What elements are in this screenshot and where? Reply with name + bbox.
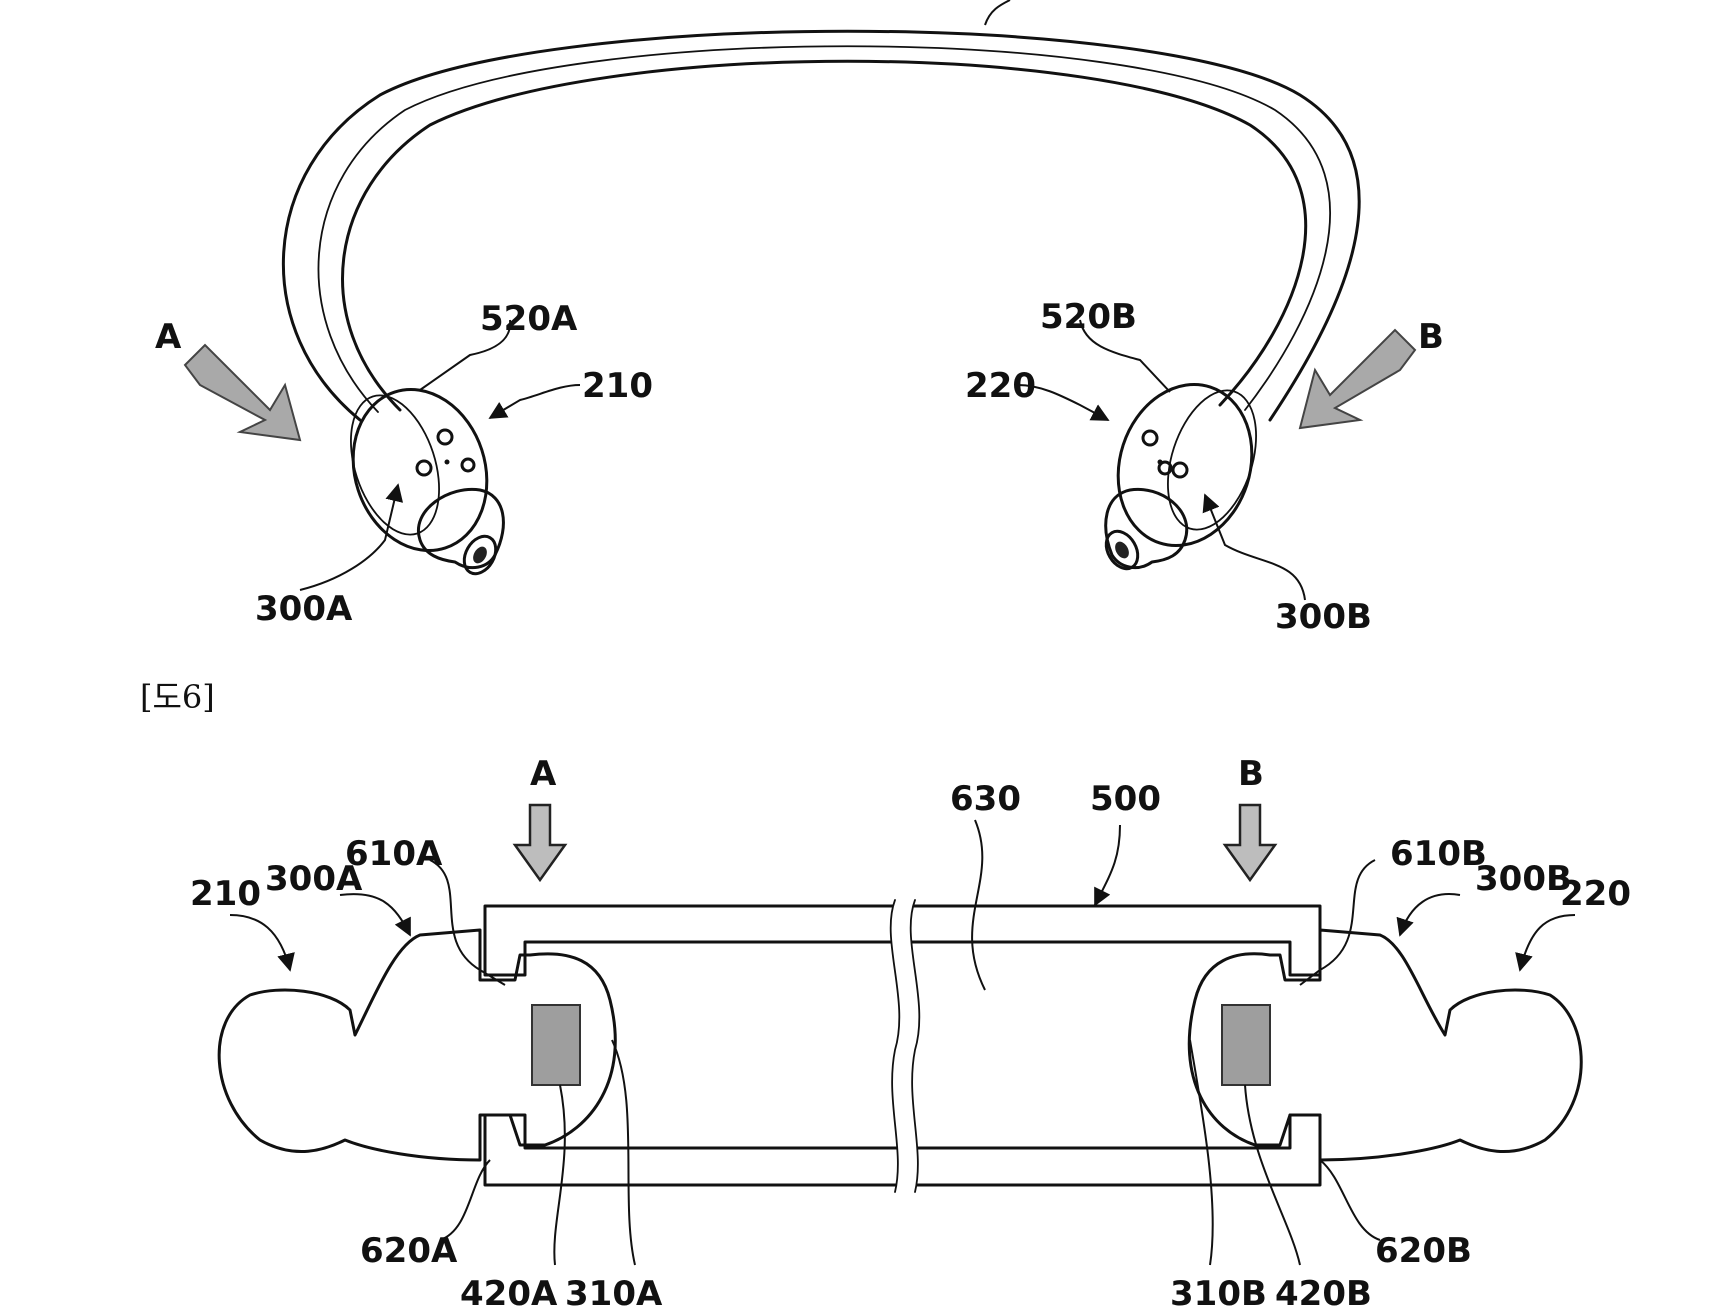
fig6-label-610B: 610B xyxy=(1390,834,1487,874)
fig6-label-420A: 420A xyxy=(460,1274,558,1314)
band-500-bottom xyxy=(483,1113,1322,1187)
fig5-label-300B: 300B xyxy=(1275,597,1372,637)
fig6-label-310B: 310B xyxy=(1170,1274,1267,1314)
right-earbud-section xyxy=(1187,928,1583,1162)
fig6-label-220: 220 xyxy=(1560,874,1631,914)
fig6-label-610A: 610A xyxy=(345,834,443,874)
fig6-label-500: 500 xyxy=(1090,779,1161,819)
fig5-label-220: 220 xyxy=(965,366,1036,406)
fig6-label-300B: 300B xyxy=(1475,859,1572,899)
fig6-label-620B: 620B xyxy=(1375,1231,1472,1271)
fig6-label-B: B xyxy=(1238,754,1264,794)
fig5-label-210: 210 xyxy=(582,366,653,406)
fig6-label-420B: 420B xyxy=(1275,1274,1372,1314)
sensor-420A xyxy=(531,1004,581,1086)
left-earbud-210 xyxy=(350,387,505,576)
fig6-label-300A: 300A xyxy=(265,859,363,899)
press-arrow-b xyxy=(1222,803,1278,883)
cross-section-drawing: A B 630 500 610A 610B 300A 300B 210 220 … xyxy=(190,754,1631,1314)
left-eartip xyxy=(416,487,505,570)
neckband-top-lead xyxy=(984,0,1011,26)
fig5-label-520B: 520B xyxy=(1040,297,1137,337)
direction-arrow-b xyxy=(1298,328,1417,430)
fig5-label-A: A xyxy=(155,317,182,357)
fig6-label-620A: 620A xyxy=(360,1231,458,1271)
neckband-highlight xyxy=(317,45,1331,413)
left-earbud-section xyxy=(217,928,617,1162)
band-500-top xyxy=(483,904,1322,977)
neckband-headset-drawing: A B 520A 520B 210 220 300A 300B xyxy=(155,0,1444,637)
fig6-label-210: 210 xyxy=(190,874,261,914)
neckband-outline xyxy=(281,29,1361,422)
break-line xyxy=(890,900,920,1192)
fig6-label-310A: 310A xyxy=(565,1274,663,1314)
neckband-inner-edge xyxy=(341,59,1308,412)
sensor-420B xyxy=(1221,1004,1271,1086)
fig6-label-630: 630 xyxy=(950,779,1021,819)
fig6-label-A: A xyxy=(530,754,557,794)
right-earbud-220 xyxy=(1104,382,1257,571)
press-arrow-a xyxy=(512,803,568,883)
fig5-label-B: B xyxy=(1418,317,1444,357)
fig5-label-300A: 300A xyxy=(255,589,353,629)
direction-arrow-a xyxy=(183,343,302,442)
figure-6-caption: [도6] xyxy=(140,678,215,716)
fig5-label-520A: 520A xyxy=(480,299,578,339)
right-eartip xyxy=(1104,487,1189,570)
